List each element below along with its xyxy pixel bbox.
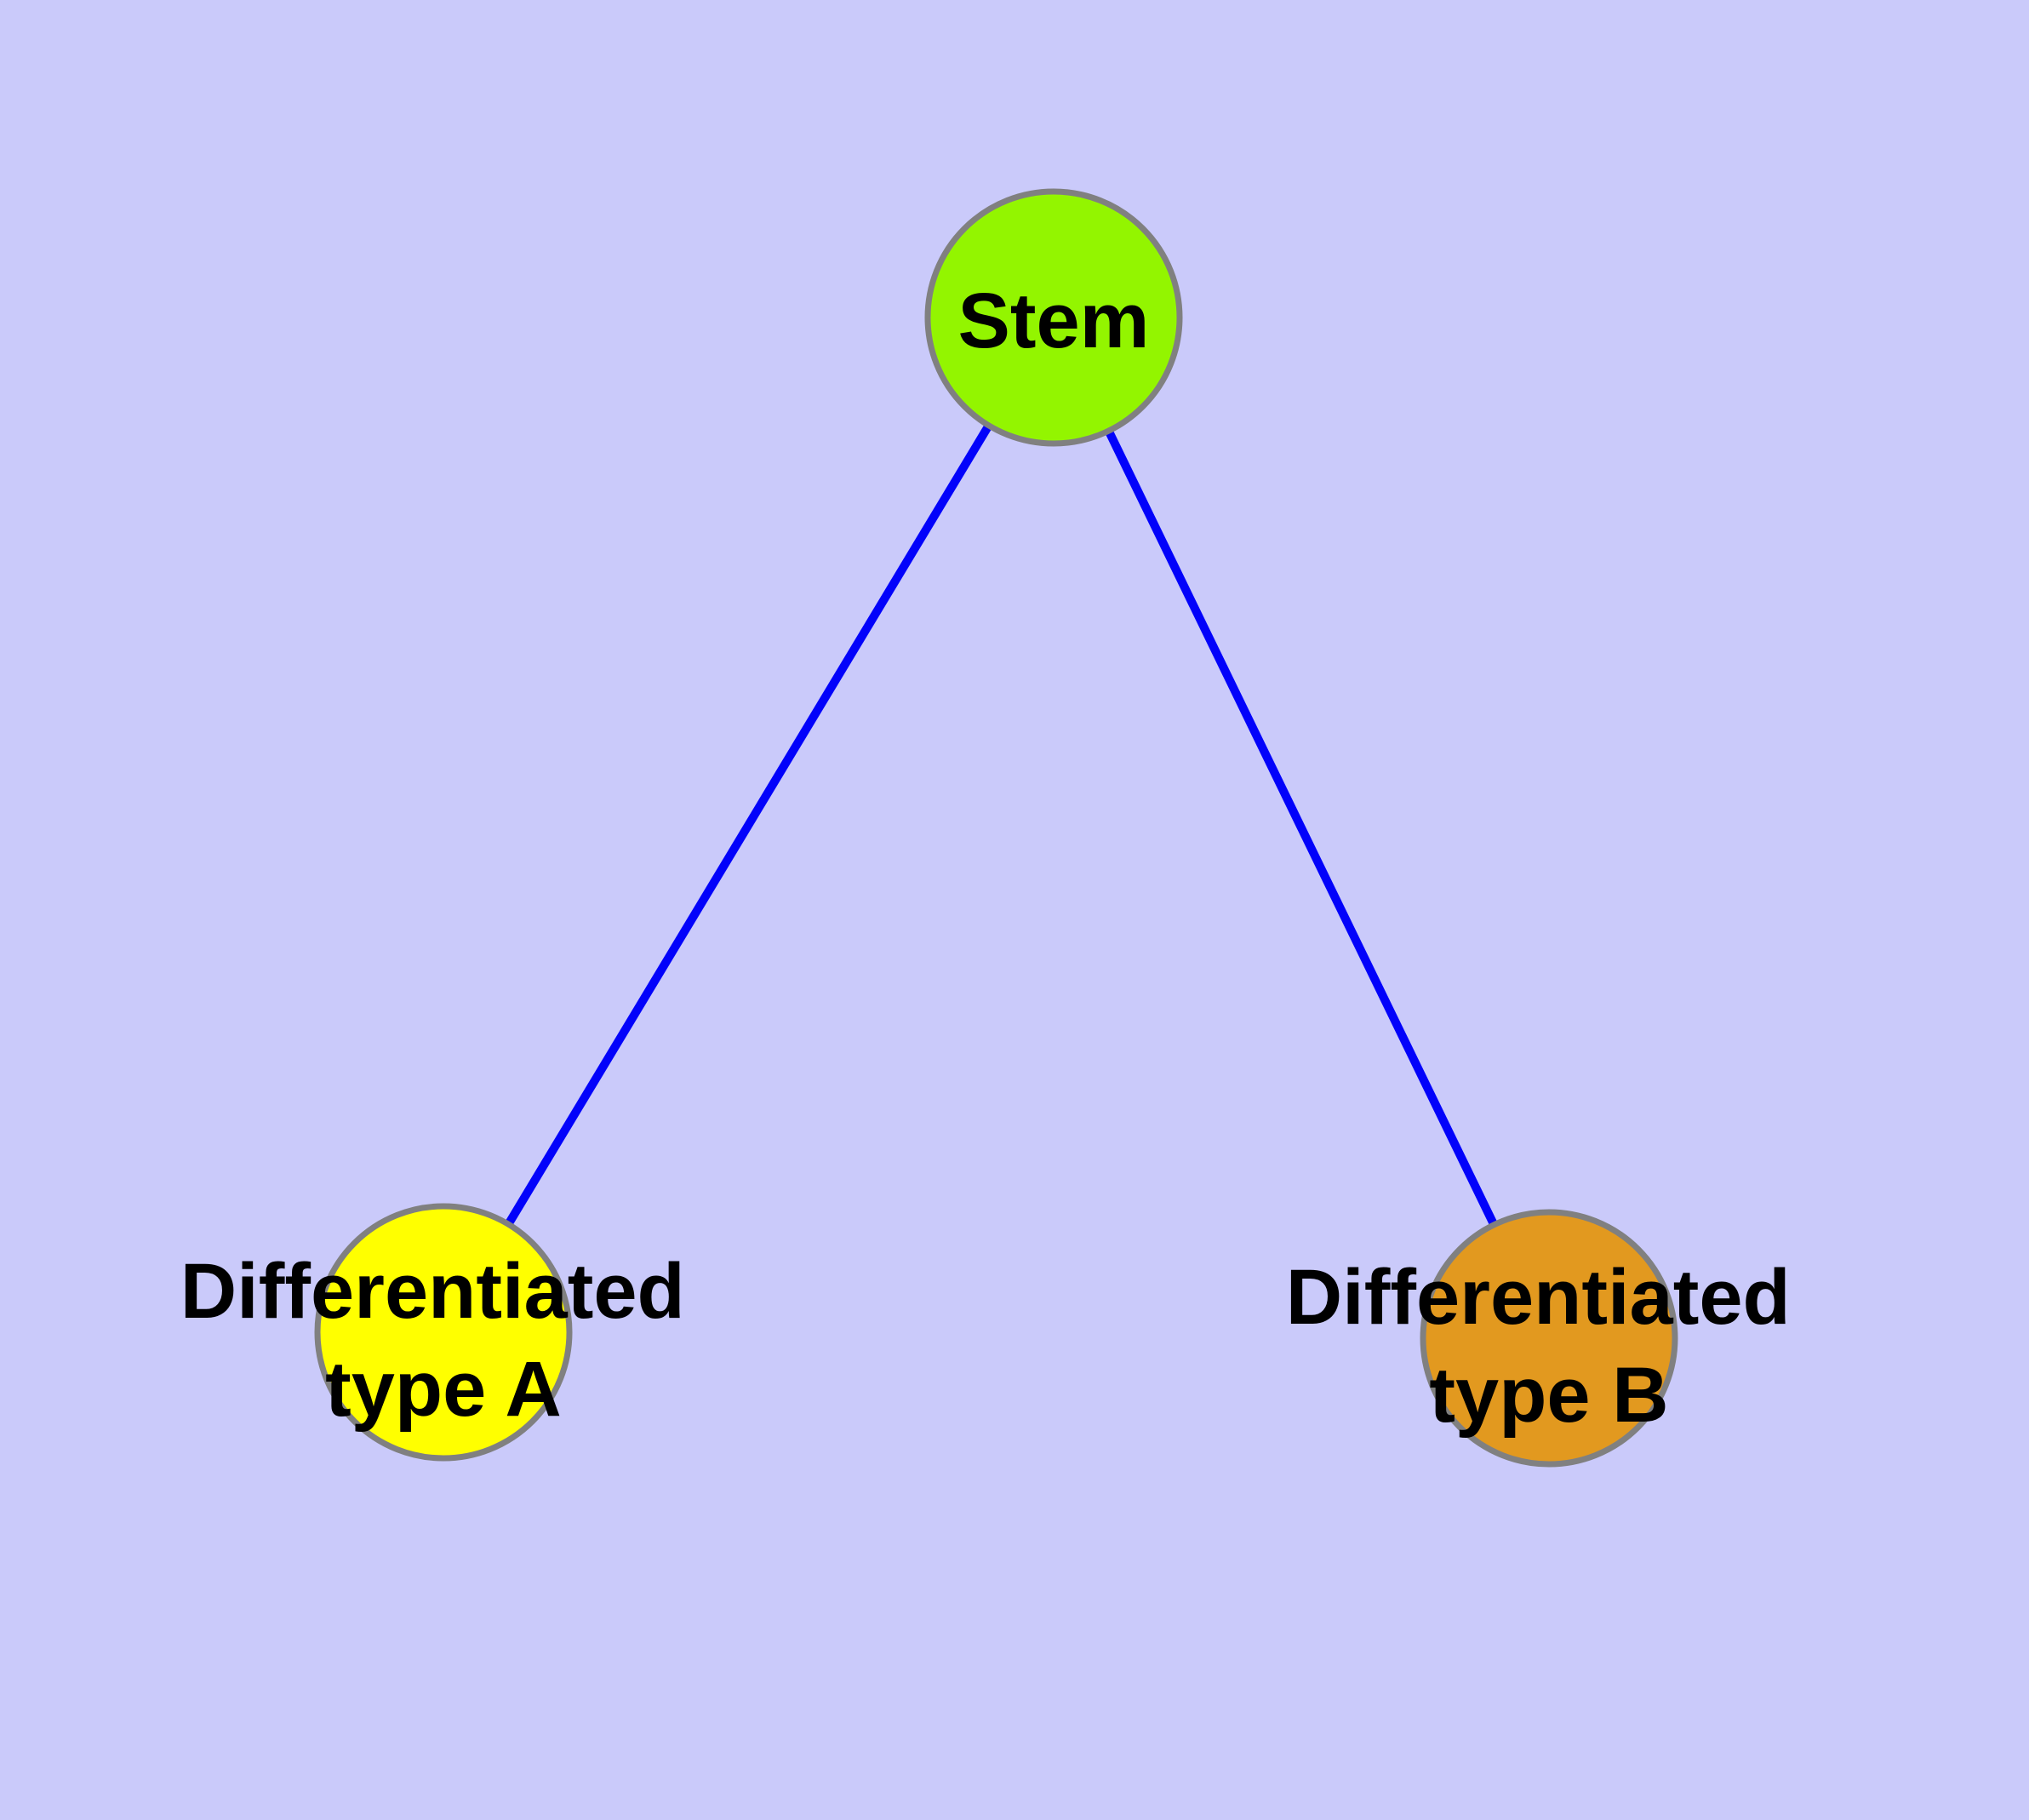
node-stem-label: Stem xyxy=(958,278,1150,364)
edge-stem-to-type-a xyxy=(439,315,1058,1335)
node-differentiated-type-b-circle xyxy=(1420,1209,1678,1468)
node-differentiated-type-b-label-line2: type B xyxy=(1429,1352,1668,1439)
node-differentiated-type-a-label-line2: type A xyxy=(325,1346,562,1433)
node-differentiated-type-a-label-line1: Differentiated xyxy=(180,1248,685,1335)
node-differentiated-type-a-circle xyxy=(314,1203,573,1462)
node-differentiated-type-b-label-line1: Differentiated xyxy=(1286,1254,1791,1341)
node-stem-circle xyxy=(924,188,1183,447)
node-differentiated-type-b-label: Differentiated type B xyxy=(1286,1254,1813,1439)
node-differentiated-type-a-label: Differentiated type A xyxy=(180,1248,707,1433)
edge-stem-to-type-b xyxy=(1049,315,1553,1341)
node-stem-label-line1: Stem xyxy=(958,278,1150,364)
